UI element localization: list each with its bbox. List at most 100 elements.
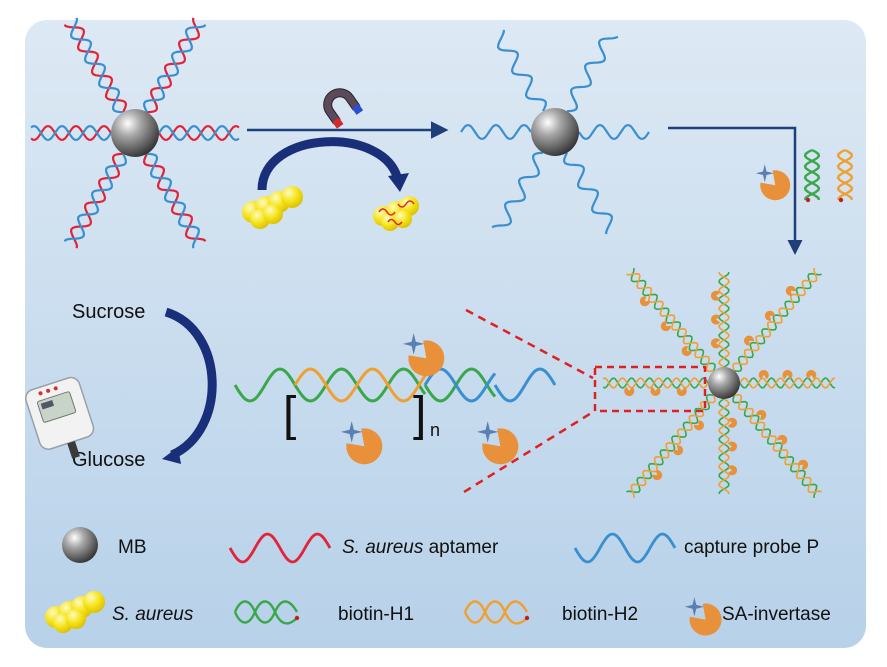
legend-invertase-label: SA-invertase xyxy=(722,604,831,625)
legend-h2-label: biotin-H2 xyxy=(562,604,638,625)
reagent-h2-biotin-dot xyxy=(838,197,844,203)
assembled-arm-0-b xyxy=(602,377,709,389)
assembled-arm-0-a xyxy=(602,377,709,389)
legend-h2-hairpin-strand-b xyxy=(463,600,528,625)
glucose-meter-icon xyxy=(25,376,95,459)
left-bracket: [ xyxy=(283,388,296,441)
assembled-invertase-4-1 xyxy=(756,409,767,420)
chain-invertase-top-enzyme xyxy=(408,340,445,377)
aptamer-arm-4-a xyxy=(142,153,207,243)
reagent-h2 xyxy=(836,148,854,203)
repeat-subscript: n xyxy=(430,420,440,440)
assembled-invertase-5-2 xyxy=(673,445,684,456)
assembled-invertase-4-2 xyxy=(777,434,788,445)
mb-aptamer-complex xyxy=(30,17,240,249)
chain-invertase-bottom-enzyme xyxy=(346,428,383,465)
assembled-arm-3-b xyxy=(626,272,714,373)
legend-mb-icon xyxy=(62,527,98,563)
aptamer-arm-0-a xyxy=(158,125,240,141)
reagent-invertase-star xyxy=(755,164,774,183)
assembled-invertase-3-1 xyxy=(681,346,692,357)
assembled-invertase-6-2 xyxy=(711,314,721,325)
aptamer-arm-1-a xyxy=(30,125,112,141)
aptamer-arm-2-a xyxy=(146,17,201,114)
binding-curve-arrowhead xyxy=(388,173,409,192)
chain-probe-tail xyxy=(493,367,557,403)
reagent-invertase-enzyme xyxy=(760,170,791,201)
conversion-curve-arrow xyxy=(164,307,217,460)
assembled-invertase-2-3 xyxy=(785,285,796,296)
assembled-invertase-5-1 xyxy=(693,420,704,431)
zoom-box xyxy=(593,365,707,413)
reagent-h1-biotin-dot xyxy=(805,197,811,203)
legend-invertase-star xyxy=(684,597,704,617)
assembled-arm-6-a xyxy=(718,271,730,368)
legend-aptamer-label: S. aureus aptamer xyxy=(342,537,499,558)
zoom-line-bottom xyxy=(463,410,594,494)
assembled-invertase-1-3 xyxy=(806,369,817,380)
legend-h1-hairpin-strand-b xyxy=(233,600,298,625)
probe-arm-5 xyxy=(491,151,544,229)
aptamer-arm-3-a xyxy=(63,23,128,113)
conversion-curve-arrowhead xyxy=(162,447,181,464)
legend-h1-hairpin xyxy=(233,600,300,625)
legend-probe-wave xyxy=(573,532,677,564)
assembled-invertase-7-2 xyxy=(727,441,737,452)
reagent-h1 xyxy=(803,148,821,203)
magnet-icon xyxy=(323,88,364,129)
assembled-invertase-6-1 xyxy=(710,338,721,349)
legend-s-aureus-icon xyxy=(45,591,105,633)
legend-probe-icon xyxy=(573,532,677,564)
chain-invertase-right-enzyme xyxy=(482,428,519,465)
assembled-arm-2-b xyxy=(732,268,818,371)
glucose-label: Glucose xyxy=(72,449,145,471)
legend-invertase-icon xyxy=(684,597,722,636)
assembled-arm-6-b xyxy=(718,271,730,368)
assembly-arrow xyxy=(668,126,803,255)
chain-repeat-a xyxy=(293,367,427,403)
legend-h1-hairpin-biotin-dot xyxy=(294,615,300,621)
legend-s-aureus-label: S. aureus xyxy=(112,604,194,625)
aptamer-arm-4-b xyxy=(146,152,201,249)
assembled-invertase-7-3 xyxy=(727,465,738,476)
hcr-amplification-chain xyxy=(233,333,557,465)
chain-repeat-b xyxy=(293,367,427,403)
assembled-arm-1-a xyxy=(739,377,836,389)
assembled-invertase-0-3 xyxy=(624,386,635,397)
assembled-arm-4-b xyxy=(734,393,822,494)
assembled-arm-7-a xyxy=(718,398,730,495)
reagent-h1-b xyxy=(803,148,821,201)
chain-tail-duplex-a xyxy=(423,367,497,403)
zoom-line-top xyxy=(465,308,594,380)
assembled-arm-5-b xyxy=(630,395,716,498)
assembled-arm-7-b xyxy=(718,398,730,495)
assembled-invertase-1-2 xyxy=(782,370,793,380)
mb-probe-complex xyxy=(460,29,650,235)
probe-arm-4 xyxy=(562,152,614,235)
legend-h1-icon xyxy=(233,600,300,625)
assembled-invertase-6-3 xyxy=(710,290,721,301)
reagent-h1-a xyxy=(803,148,821,201)
legend-h1-label: biotin-H1 xyxy=(338,604,414,625)
assembled-invertase-7-1 xyxy=(727,417,738,428)
magnetic-bead-3 xyxy=(708,367,740,399)
aptamer-arm-0-b xyxy=(158,125,240,141)
hairpin-reagents xyxy=(803,148,854,203)
sucrose-label: Sucrose xyxy=(72,301,145,323)
legend-invertase-enzyme xyxy=(689,603,722,636)
legend-h2-hairpin-biotin-dot xyxy=(524,615,530,621)
assembled-invertase-1-1 xyxy=(758,369,769,380)
mb-assembled-complex xyxy=(602,268,836,498)
aptamer-arm-1-b xyxy=(30,125,112,141)
legend-aptamer-icon xyxy=(228,532,332,564)
legend-probe-label: capture probe P xyxy=(684,537,819,558)
chain-invertase-right-star xyxy=(476,421,499,443)
assembled-invertase-4-3 xyxy=(798,459,809,470)
chain-invertase-bottom-star xyxy=(340,421,363,443)
legend-h2-hairpin xyxy=(463,600,530,625)
chain-invertase-top-star xyxy=(402,333,425,355)
assembled-invertase-2-2 xyxy=(764,310,775,321)
legend-h2-hairpin-strand-a xyxy=(463,600,529,624)
